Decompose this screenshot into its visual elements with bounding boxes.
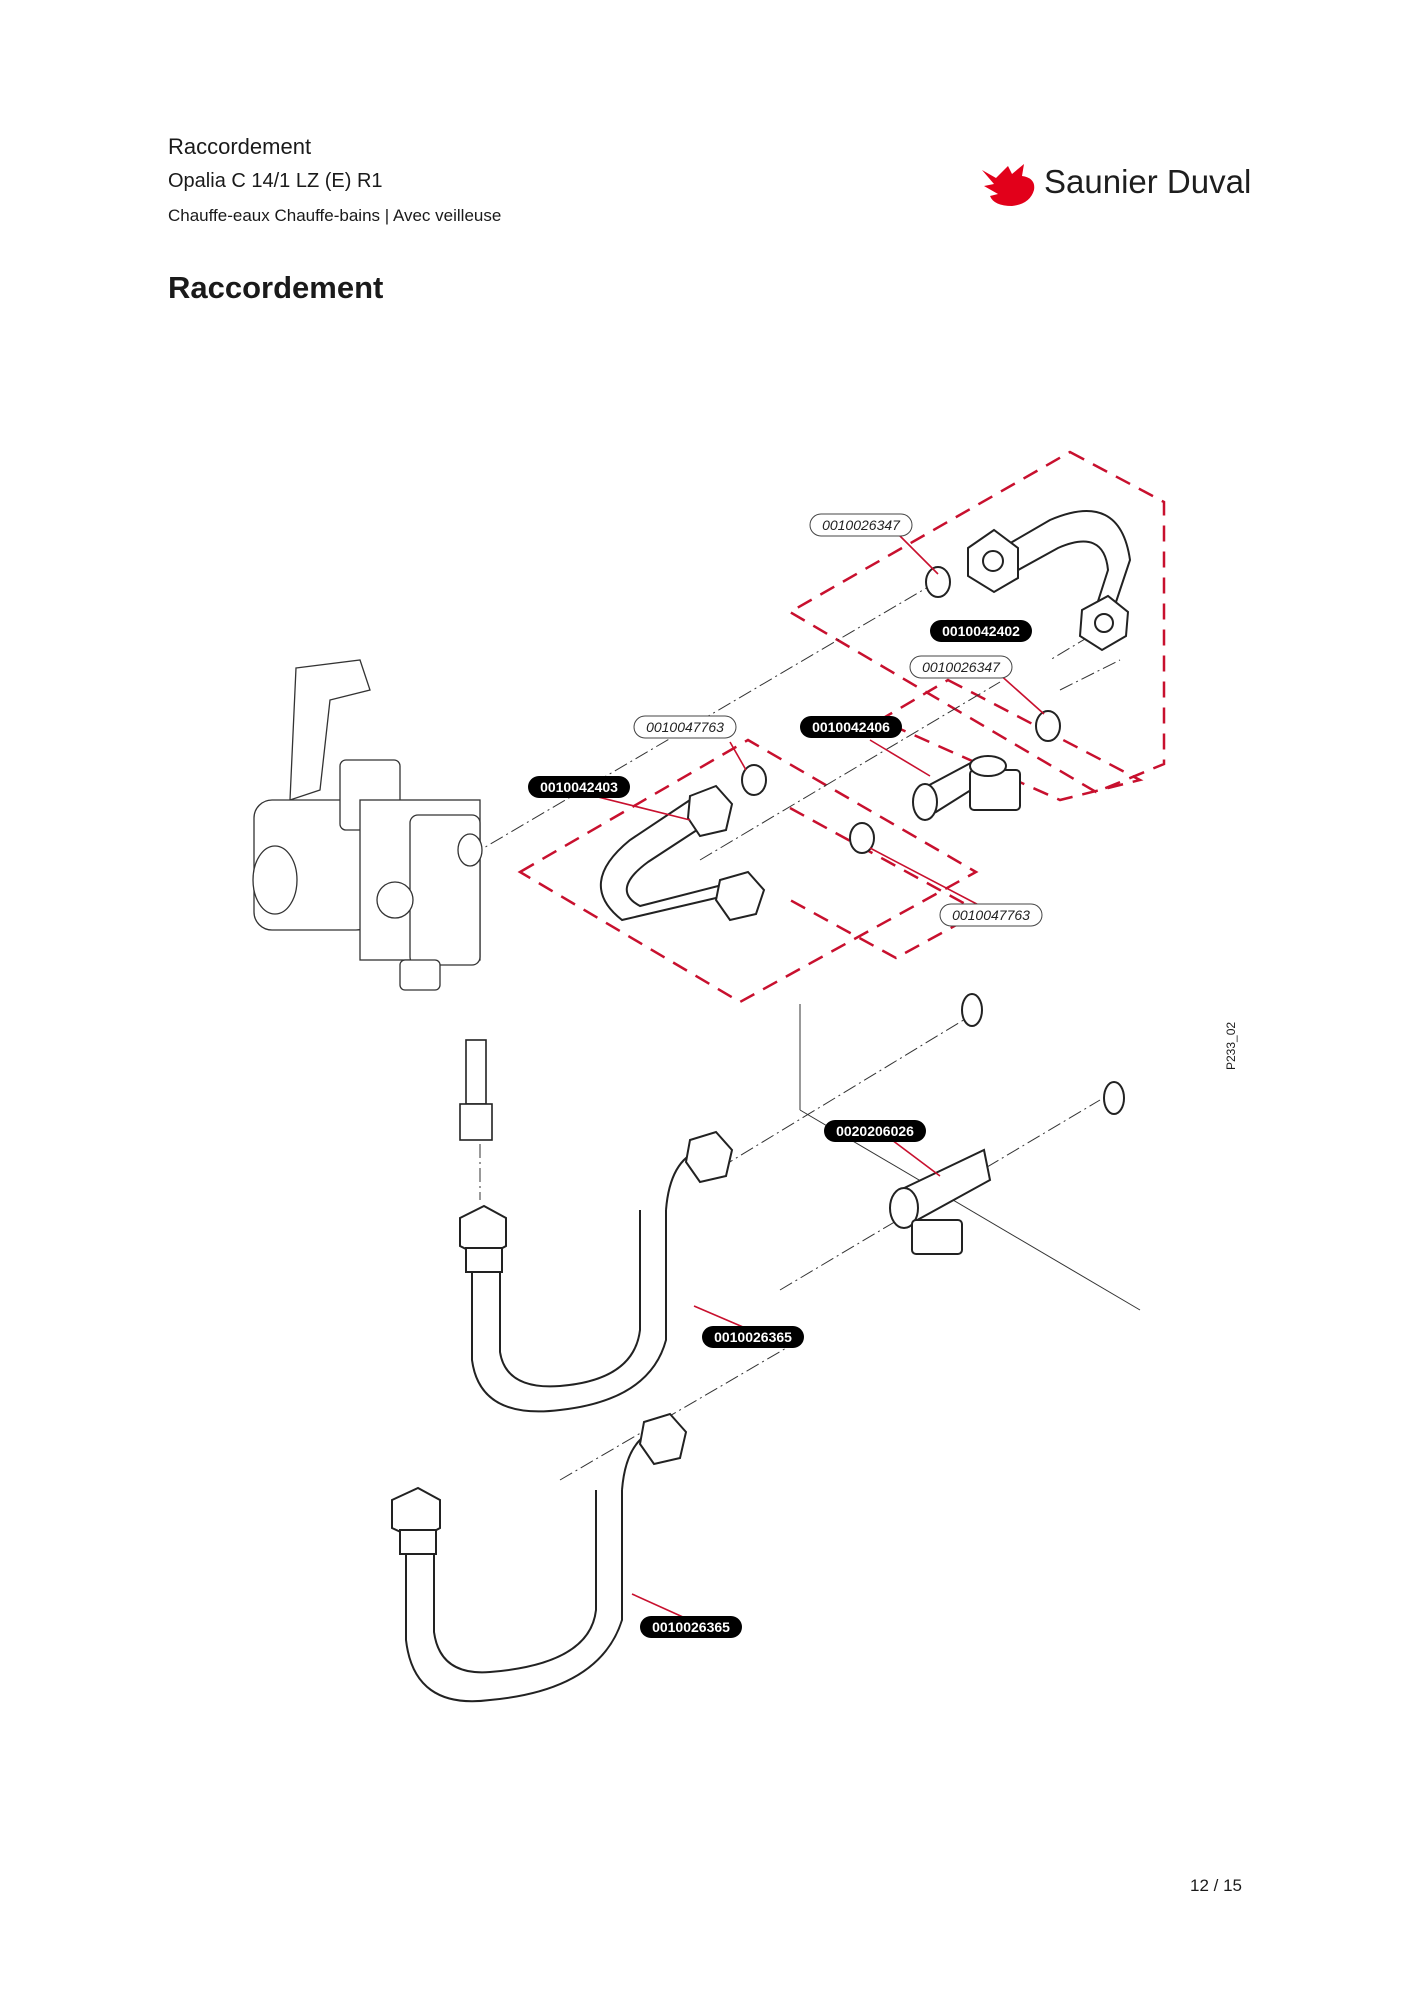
- part-label-6-text: 0010042403: [540, 779, 618, 795]
- part-label-6: 0010042403: [528, 776, 630, 798]
- lower-u-pipe: [599, 784, 766, 922]
- upper-u-pipe: [967, 510, 1132, 652]
- lower-group-outline: [517, 738, 979, 1004]
- assembly-group-outlines: [517, 450, 1166, 1004]
- part-label-2: 0010042402: [930, 620, 1032, 642]
- part-label-7-text: 0010047763: [952, 907, 1030, 923]
- upper-group-outline: [787, 450, 1166, 794]
- part-label-7: 0010047763: [939, 903, 1043, 927]
- flexible-hose-upper: [459, 1039, 734, 1413]
- mid-group-outline: [789, 806, 983, 960]
- part-labels: 0010026347 0010042402 0010026347 0010047…: [528, 513, 1043, 1638]
- part-label-9: 0010026365: [702, 1326, 804, 1348]
- part-label-9-text: 0010026365: [714, 1329, 792, 1345]
- tee-group-outline: [877, 678, 1144, 802]
- tee-fitting: [912, 755, 1021, 821]
- gas-valve-assembly: [252, 659, 483, 991]
- figure-code: P233_02: [1224, 1021, 1238, 1070]
- part-label-1: 0010026347: [809, 513, 913, 537]
- part-label-5: 0010042406: [800, 716, 902, 738]
- header-model: Opalia C 14/1 LZ (E) R1: [168, 170, 383, 192]
- brand-name: Saunier Duval: [1044, 163, 1252, 200]
- page-title: Raccordement: [168, 270, 384, 305]
- part-label-3: 0010026347: [909, 655, 1013, 679]
- washers: [741, 566, 1125, 1115]
- part-label-3-text: 0010026347: [922, 659, 1001, 675]
- part-label-10-text: 0010026365: [652, 1619, 730, 1635]
- part-label-8: 0020206026: [824, 1120, 926, 1142]
- header-category: Chauffe-eaux Chauffe-bains | Avec veille…: [168, 206, 502, 225]
- page-number: 12 / 15: [1190, 1876, 1242, 1895]
- flexible-hose-lower: [391, 1412, 688, 1703]
- part-label-8-text: 0020206026: [836, 1123, 914, 1139]
- shut-off-valve: [889, 1148, 992, 1255]
- brand-logo-icon: [982, 164, 1035, 206]
- header-section: Raccordement: [168, 134, 312, 159]
- part-label-4: 0010047763: [633, 715, 737, 739]
- part-label-10: 0010026365: [640, 1616, 742, 1638]
- part-label-5-text: 0010042406: [812, 719, 890, 735]
- part-label-2-text: 0010042402: [942, 623, 1020, 639]
- part-label-1-text: 0010026347: [822, 517, 901, 533]
- part-label-4-text: 0010047763: [646, 719, 724, 735]
